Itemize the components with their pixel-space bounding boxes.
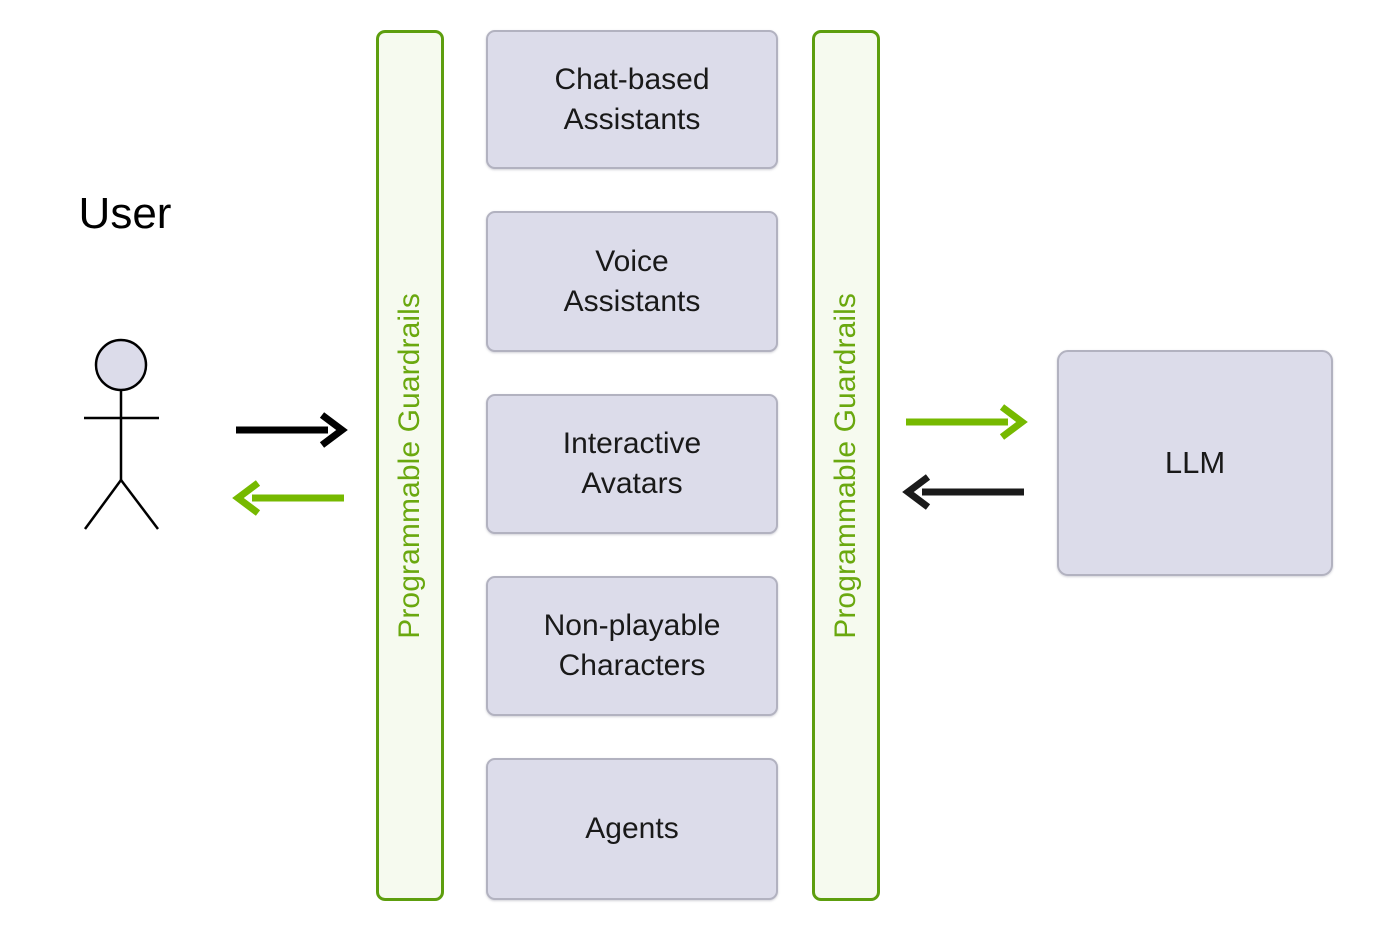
user-label: User <box>78 189 172 238</box>
user-actor <box>55 330 205 585</box>
arrow-guardrail-to-user <box>232 480 344 516</box>
arrow-user-to-guardrail <box>236 412 348 448</box>
stick-figure-icon <box>83 338 159 530</box>
app-box-agents[interactable]: Agents <box>486 758 778 900</box>
llm-box[interactable]: LLM <box>1057 350 1333 576</box>
arrow-llm-to-guardrail <box>902 474 1024 510</box>
llm-label: LLM <box>1164 445 1226 480</box>
guardrail-left-label: Programmable Guardrails <box>393 292 426 639</box>
app-box-label: Agents <box>585 812 679 846</box>
guardrail-left: Programmable Guardrails <box>376 30 444 901</box>
arrow-guardrail-to-llm <box>906 404 1028 440</box>
guardrail-right-label: Programmable Guardrails <box>829 292 862 639</box>
guardrail-right: Programmable Guardrails <box>812 30 880 901</box>
